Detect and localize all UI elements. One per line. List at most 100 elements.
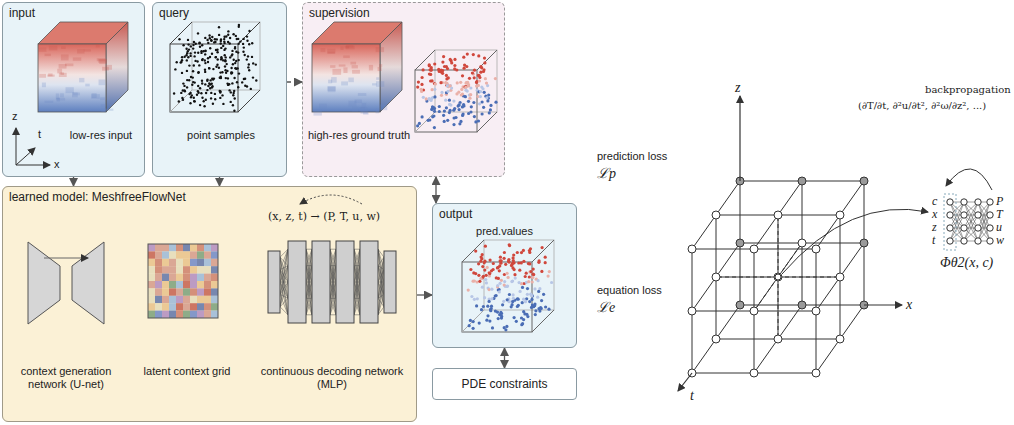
input-frame [944,194,956,250]
sample-point [489,259,492,262]
sample-point [181,72,183,74]
lattice-edge [692,277,716,311]
grid-cell [190,311,197,318]
sample-point [202,58,204,60]
lattice-node [860,239,868,247]
sample-point [212,68,214,70]
lattice-edge [716,215,717,277]
cube-texture [101,104,106,106]
lattice-node [750,307,758,315]
sample-point [461,114,464,117]
sample-point [222,59,224,61]
sample-point [180,61,182,63]
cube-front [312,44,380,112]
sample-point [485,281,488,284]
sample-point [189,92,191,94]
lattice-edge [816,277,840,311]
cube-texture [59,73,67,77]
sample-point [471,71,474,74]
grid-cell [155,311,162,318]
sample-point [469,110,472,113]
grid-caption: latent context grid [129,365,245,405]
cube-texture [47,75,54,77]
sample-point [467,83,470,86]
sample-point [248,69,250,71]
sample-point [229,42,231,44]
sample-point [212,78,214,80]
mlp-weight [330,249,336,315]
sample-point [463,64,466,67]
sample-point [474,120,477,123]
grid-cell [211,274,218,281]
sample-point [191,84,193,86]
sample-point [540,270,543,273]
lattice-edge [692,339,716,373]
sample-point [417,81,420,84]
mlp-weight [354,282,360,315]
sample-point [464,89,467,92]
sample-point [209,47,211,49]
panel-caption: low-res input [59,129,143,142]
lattice-edge [692,311,693,373]
sample-point [464,85,467,88]
sample-point [526,293,529,296]
lattice-node [860,177,868,185]
sample-point [486,305,489,308]
lattice-edge [778,277,840,278]
sample-point [472,101,475,104]
sample-point [485,319,488,322]
neighbour-link [778,243,802,277]
sample-point [469,268,472,271]
sample-point [532,273,535,276]
cube-texture [99,59,107,64]
sample-point [498,290,501,293]
lattice-node [774,273,782,281]
sample-point [478,76,481,79]
cube-texture [369,65,373,71]
sample-point [479,71,482,74]
grid-cell [183,244,190,251]
sample-point [441,61,444,64]
sample-point [220,42,222,44]
sample-point [458,122,461,125]
sample-point [181,56,183,58]
grid-cell [190,259,197,266]
sample-point [430,69,433,72]
sample-point [238,59,240,61]
lattice-node [736,239,744,247]
mlp-caption: continuous decoding network (MLP) [253,365,411,415]
lattice-edge [740,305,802,306]
sample-point [204,83,206,85]
cube-texture [352,107,358,112]
sample-point [206,80,208,82]
grid-cell [204,244,211,251]
mlp-weight [378,270,384,315]
sample-point [185,54,187,56]
sample-point [498,269,501,272]
grid-cell [211,244,218,251]
sample-point [220,47,222,49]
grid-cell [176,259,183,266]
sample-point [443,120,446,123]
sample-point [478,102,481,105]
cube-texture [61,54,69,60]
output-panel: outputpred.values [432,203,577,348]
sample-point [421,115,424,118]
grid-cell [183,259,190,266]
sample-point [215,56,217,58]
connector [417,294,432,295]
cube-edge [192,22,260,90]
annotation: z [932,221,937,234]
mlp-layer [288,241,306,323]
sample-point [480,308,483,311]
sample-point [527,280,530,283]
sample-point [506,298,509,301]
grid-cell [155,288,162,295]
mlp-layer [336,241,354,323]
sample-point [243,46,245,48]
sample-point [485,82,488,85]
cube-texture [100,97,105,100]
sample-point [521,301,524,304]
sample-point [201,59,203,61]
sample-point [470,295,473,298]
